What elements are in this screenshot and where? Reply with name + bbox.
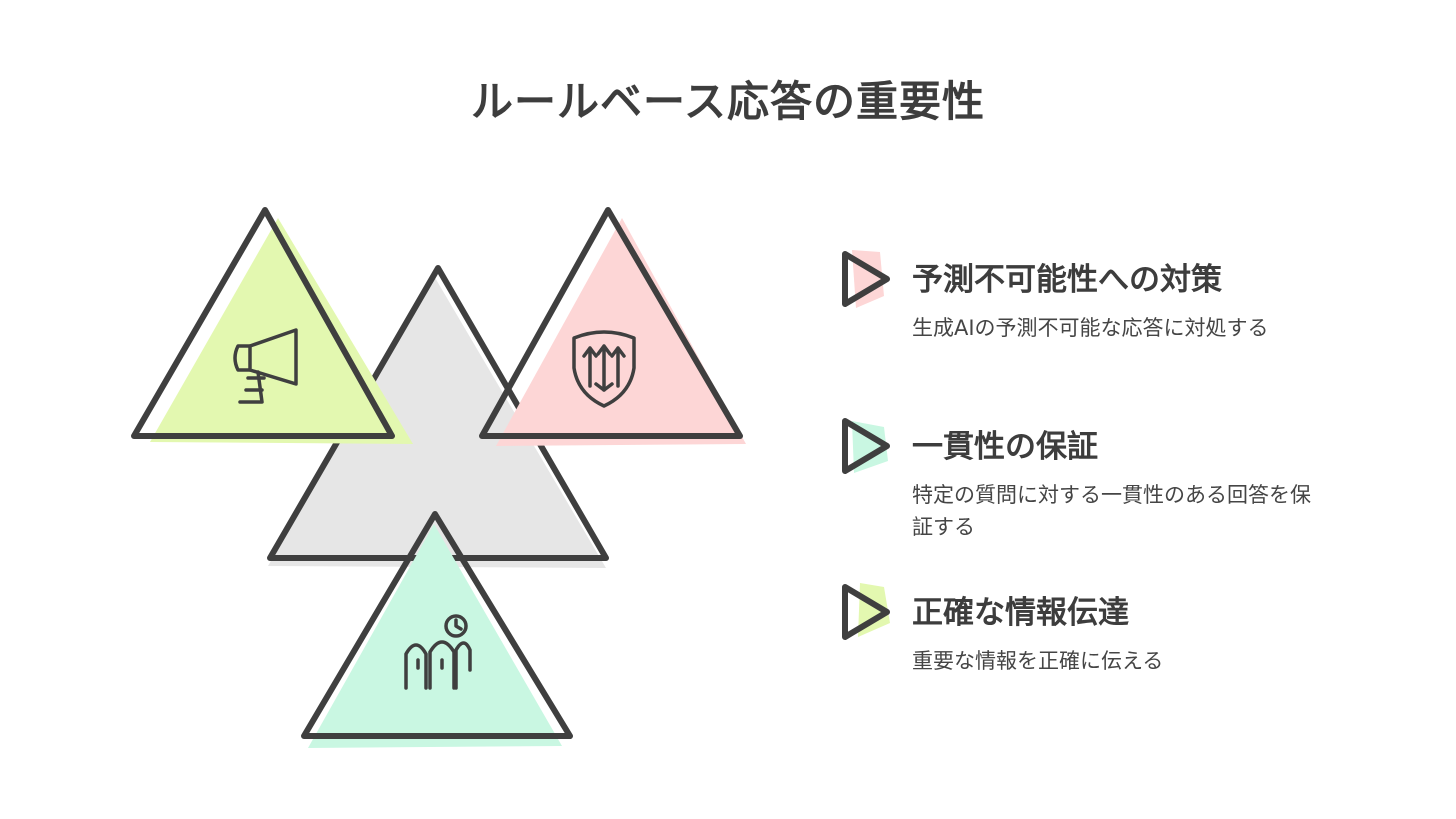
play-triangle-icon <box>842 583 890 640</box>
item-heading: 予測不可能性への対策 <box>912 262 1222 298</box>
green-triangle <box>131 207 413 444</box>
play-triangle-icon <box>842 250 890 308</box>
megaphone-icon <box>233 328 298 404</box>
red-triangle <box>479 207 746 446</box>
people-clock-icon <box>404 614 472 690</box>
item-description: 生成AIの予測不可能な応答に対処する <box>912 316 1269 340</box>
item-description: 特定の質問に対する一貫性のある回答を保証する <box>912 483 1311 539</box>
item-heading: 正確な情報伝達 <box>912 595 1129 631</box>
mint-triangle <box>301 511 573 748</box>
item-description: 重要な情報を正確に伝える <box>912 649 1164 673</box>
item-heading: 一貫性の保証 <box>912 429 1098 465</box>
play-triangle-icon <box>842 418 890 474</box>
shield-arrows-icon <box>572 330 636 408</box>
page-title: ルールベース応答の重要性 <box>471 77 985 126</box>
